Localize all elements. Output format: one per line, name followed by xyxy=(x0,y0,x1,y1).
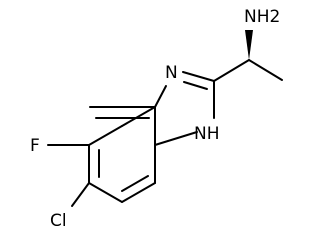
atom-label-amine: NH2 xyxy=(244,7,280,27)
bond-n3-c2 xyxy=(182,71,215,82)
bond-n1-c7a xyxy=(154,131,198,146)
atom-label-ring-nh: NH xyxy=(194,124,220,144)
substituent-bonds xyxy=(47,144,90,207)
bond-c2-calpha xyxy=(213,59,250,82)
benzene-ring xyxy=(88,106,156,203)
bond-c-cl xyxy=(71,182,90,207)
bond-n3-c2-inner xyxy=(183,81,208,90)
stereo-wedge-bond xyxy=(245,30,253,60)
bond-c6-c7 xyxy=(121,182,156,203)
molecule-canvas: NH2 N NH F Cl xyxy=(30,7,283,231)
atom-label-ring-nitrogen: N xyxy=(165,63,178,83)
bond-c4-ring xyxy=(121,106,156,127)
bond-c6-c7-inner xyxy=(121,175,149,192)
atom-label-chlorine: Cl xyxy=(50,211,67,231)
bond-c9-c4 xyxy=(88,125,123,146)
bond-c7-c8 xyxy=(88,182,123,203)
imidazole-ring xyxy=(154,71,215,146)
bond-calpha-methyl xyxy=(248,59,283,81)
atom-label-fluorine: F xyxy=(30,136,40,156)
bond-c3a-n3 xyxy=(154,85,167,108)
side-chain xyxy=(213,59,283,82)
chemical-structure-diagram: NH2 N NH F Cl xyxy=(30,7,283,231)
